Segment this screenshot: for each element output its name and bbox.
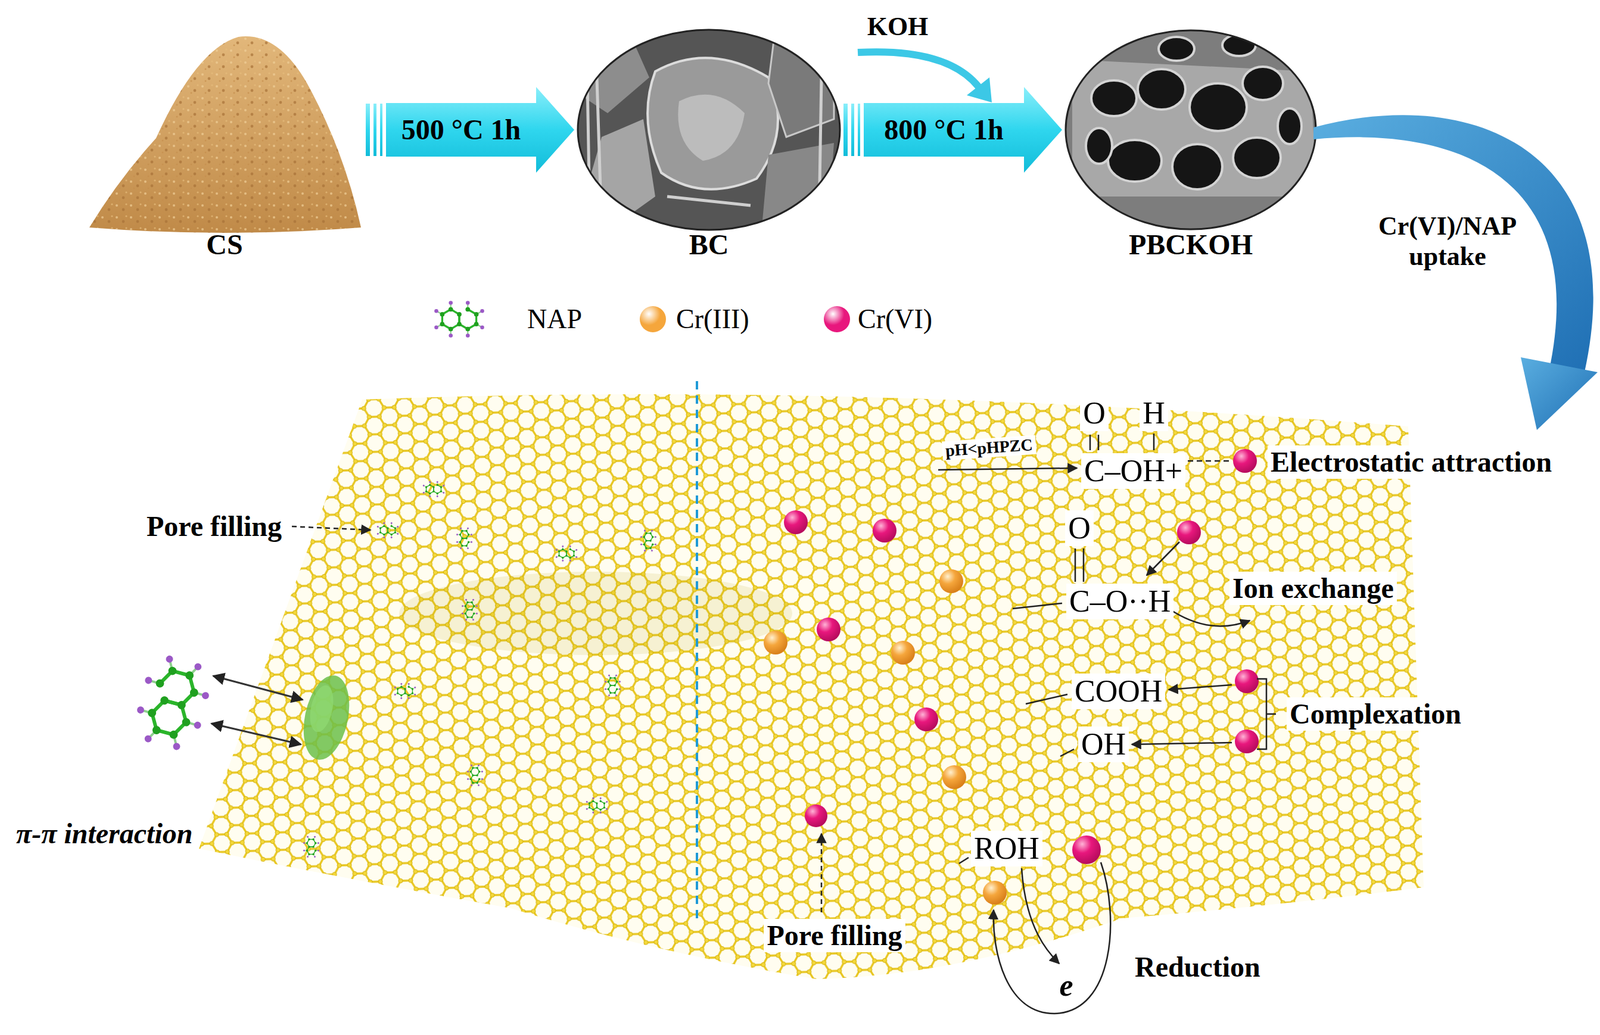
annotation-label: Pore filling <box>143 509 285 543</box>
legend-label: NAP <box>527 303 582 336</box>
legend-label: Cr(III) <box>676 303 750 336</box>
annotation-label: Electrostatic attraction <box>1267 445 1555 479</box>
arrow-tail-bar <box>843 103 848 157</box>
annotation-label: ROH <box>970 830 1043 867</box>
process-arrow <box>843 86 1063 173</box>
legend-swatch <box>639 306 666 333</box>
annotation-label: C–O··H <box>1066 583 1174 620</box>
legend-swatch <box>823 306 851 333</box>
arrow-tail-bar <box>857 103 861 157</box>
arrow-label: 800 °C 1h <box>883 113 1004 146</box>
legend-label: Cr(VI) <box>857 303 933 336</box>
image-panel: BC <box>577 5 840 261</box>
annotation-label: Cr(VI)/NAP uptake <box>1369 211 1526 272</box>
annotation-label: e <box>1056 967 1076 1004</box>
image-panel: PBCKOH <box>1065 5 1316 261</box>
image-panel: CS <box>86 5 363 261</box>
panel-caption: CS <box>206 228 243 261</box>
arrow-tail-bar <box>365 103 370 157</box>
annotation-label: Ion exchange <box>1229 571 1397 605</box>
annotation-label: KOH <box>864 11 932 43</box>
annotation-label: O <box>1065 510 1094 547</box>
annotation-label: π-π interaction <box>13 817 196 851</box>
arrow-body <box>386 86 575 173</box>
annotation-label: O <box>1079 395 1109 432</box>
arrow-tail-bar <box>851 103 855 157</box>
annotation-label: OH <box>1078 726 1129 763</box>
arrow-body <box>863 86 1063 173</box>
annotation-label: Reduction <box>1131 950 1264 984</box>
annotation-label: COOH <box>1071 673 1166 710</box>
panel-caption: BC <box>689 228 730 261</box>
panel-caption: PBCKOH <box>1128 228 1253 261</box>
arrow-tail-bar <box>373 103 377 157</box>
arrow-tail-bar <box>380 103 383 157</box>
process-arrow <box>365 86 575 173</box>
arrow-label: 500 °C 1h <box>401 113 522 146</box>
annotation-label: Complexation <box>1286 697 1465 731</box>
annotation-label: Pore filling <box>763 919 905 952</box>
annotation-label: C–OH+ <box>1081 453 1186 490</box>
annotation-label: H <box>1139 395 1169 432</box>
